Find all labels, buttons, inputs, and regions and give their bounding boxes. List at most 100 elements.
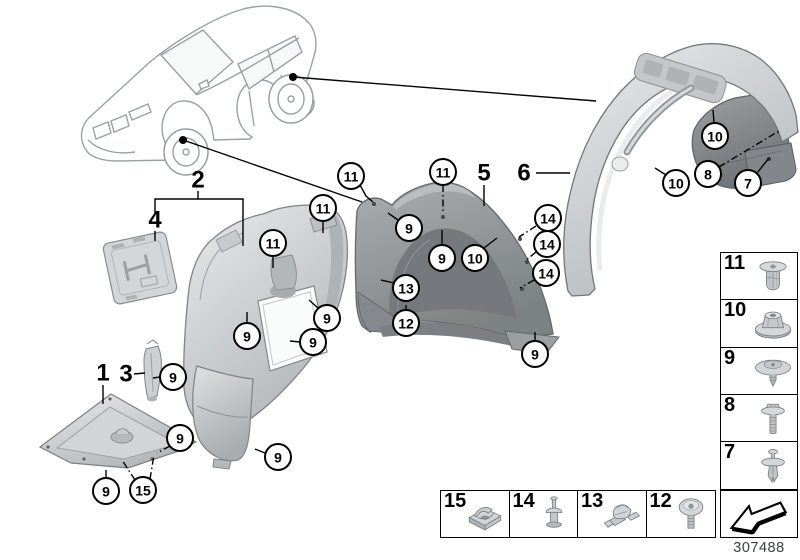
callout-number: 10 (668, 176, 684, 192)
part-label-6[interactable]: 6 (517, 160, 570, 187)
callout-leader (654, 167, 667, 176)
callout-9[interactable]: 9 (92, 470, 120, 505)
callout-9[interactable]: 9 (156, 424, 194, 454)
callout-14[interactable]: 14 (519, 259, 560, 289)
callout-number: 12 (398, 316, 414, 332)
legend-number: 14 (512, 490, 535, 512)
blind-rivet-icon (532, 494, 576, 536)
callout-7[interactable]: 7 (734, 157, 770, 197)
callout-number: 9 (169, 370, 177, 386)
callout-9[interactable]: 9 (521, 332, 549, 368)
legend-item-12[interactable]: 12 (645, 490, 716, 538)
callout-number: 13 (398, 281, 414, 297)
part-number-text: 2 (191, 167, 204, 194)
callout-number: 14 (539, 237, 555, 253)
callout-leader (483, 237, 498, 249)
part-1-front-lower-cover[interactable] (38, 393, 198, 469)
callout-circle (395, 214, 423, 242)
callout-leader (254, 448, 266, 454)
callout-circle (309, 194, 337, 222)
callout-circle (313, 304, 341, 332)
part-4-cover-plate[interactable] (102, 231, 178, 305)
callout-number: 10 (707, 129, 723, 145)
part-label-leader (133, 372, 146, 375)
legend-item-15[interactable]: 15 (440, 490, 510, 538)
callout-11[interactable]: 11 (259, 229, 287, 268)
legend-number: 13 (581, 490, 604, 512)
callout-number: 15 (135, 483, 151, 499)
callout-10[interactable]: 10 (701, 109, 729, 150)
callout-9[interactable]: 9 (387, 212, 423, 242)
legend-item-13[interactable]: 13 (577, 490, 647, 538)
legend-item-8[interactable]: 8 (720, 393, 798, 443)
part-number-text: 4 (148, 207, 162, 234)
part-2-lower-skirt[interactable] (192, 365, 254, 470)
car-leader-line (292, 76, 597, 102)
callout-leader (718, 130, 780, 168)
part-3-bracket[interactable] (143, 339, 162, 402)
expansion-rivet-icon (751, 446, 795, 488)
callout-number: 11 (436, 165, 451, 181)
callout-number: 9 (438, 251, 446, 267)
callout-number: 7 (744, 176, 752, 192)
direction-of-travel-box (720, 490, 798, 538)
callout-circle (264, 443, 292, 471)
callout-9[interactable]: 9 (233, 312, 261, 350)
washer-screw-icon (751, 351, 795, 393)
part-label-4[interactable]: 4 (148, 207, 162, 242)
callout-leader (756, 157, 770, 174)
legend-item-10[interactable]: 10 (720, 299, 798, 349)
callout-leader (524, 251, 537, 262)
callout-9[interactable]: 9 (152, 363, 187, 391)
callout-circle (429, 158, 457, 186)
callout-10[interactable]: 10 (461, 237, 498, 272)
callout-number: 9 (309, 335, 317, 351)
grommet-nut-icon (751, 257, 795, 299)
part-number-text: 1 (96, 360, 109, 387)
callout-11[interactable]: 11 (337, 162, 374, 203)
callout-13[interactable]: 13 (380, 274, 420, 302)
clamp-icon (600, 494, 644, 536)
callout-leader (387, 212, 399, 221)
legend-item-7[interactable]: 7 (720, 441, 798, 490)
callout-9[interactable]: 9 (289, 328, 327, 356)
legend-item-9[interactable]: 9 (720, 346, 798, 396)
callout-14[interactable]: 14 (524, 230, 561, 262)
callout-leader (156, 445, 171, 454)
callout-8[interactable]: 8 (694, 130, 780, 188)
callout-number: 9 (243, 329, 251, 345)
callout-11[interactable]: 11 (309, 194, 337, 233)
callout-circle (233, 322, 261, 350)
callout-9[interactable]: 9 (254, 443, 292, 471)
callout-circle (159, 363, 187, 391)
callout-15[interactable]: 15 (121, 454, 157, 504)
callout-number: 9 (405, 221, 413, 237)
callout-number: 14 (540, 211, 556, 227)
part-label-3[interactable]: 3 (119, 361, 146, 388)
part-label-5[interactable]: 5 (477, 160, 491, 207)
legend-item-11[interactable]: 11 (720, 252, 798, 301)
callout-number: 11 (266, 236, 281, 252)
part-label-2[interactable]: 2 (154, 167, 244, 247)
callout-circle (166, 424, 194, 452)
callout-circle (337, 162, 365, 190)
part-label-1[interactable]: 1 (96, 360, 110, 405)
callout-11[interactable]: 11 (429, 158, 457, 214)
part-5-wheelhouse-rear-section[interactable] (354, 181, 560, 355)
callout-9[interactable]: 9 (428, 230, 456, 272)
callout-leader (519, 279, 535, 289)
diagram-number: 307488 (733, 540, 785, 556)
callout-number: 9 (274, 450, 282, 466)
legend-item-14[interactable]: 14 (508, 490, 579, 538)
callout-12[interactable]: 12 (392, 305, 420, 337)
vehicle-location-sketch (80, 5, 317, 176)
callout-10[interactable]: 10 (654, 167, 690, 197)
callout-circle (662, 169, 690, 197)
callout-circle (533, 230, 561, 258)
callout-9[interactable]: 9 (308, 299, 341, 332)
callout-number: 9 (102, 484, 110, 500)
callout-14[interactable]: 14 (518, 204, 562, 238)
callout-leader (518, 225, 537, 238)
callout-circle (259, 229, 287, 257)
